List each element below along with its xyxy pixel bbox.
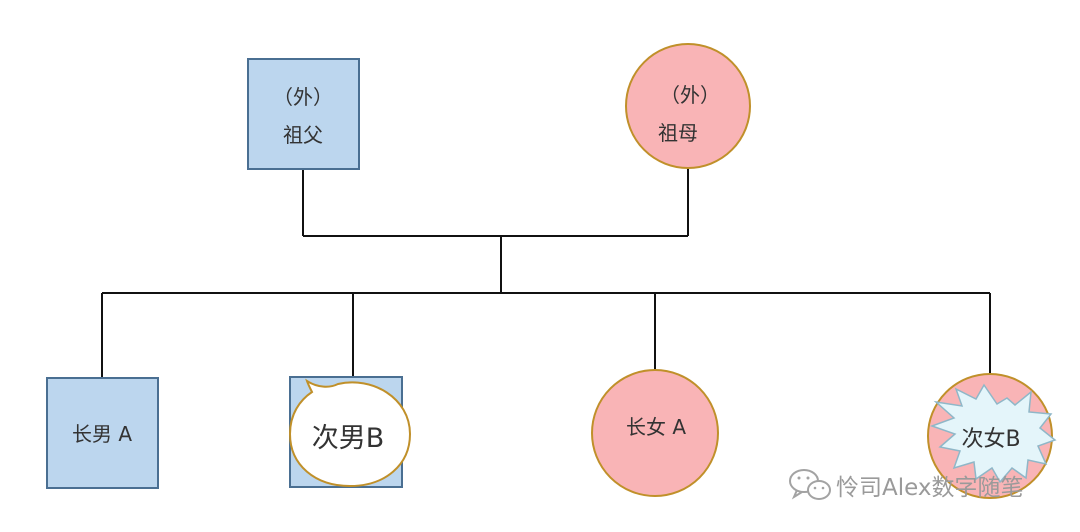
eldest-daughter-label: 长女 A (626, 415, 686, 439)
eldest-son-box (46, 377, 159, 489)
second-daughter-node: 次女B (927, 373, 1057, 499)
watermark-text: 怜司Alex数字随笔 (836, 475, 1023, 501)
grandmother-label-top: （外） (660, 83, 720, 107)
eldest-daughter-node: 长女 A (591, 369, 719, 497)
grandfather-label-top: （外） (273, 85, 333, 109)
starburst-shape (929, 383, 1057, 484)
connector-lines (101, 168, 991, 378)
speech-bubble-shape (288, 378, 412, 488)
grandmother-node: （外） 祖母 (625, 43, 751, 169)
second-son-label: 次男B (312, 423, 385, 454)
grandmother-label-bottom: 祖母 (658, 121, 698, 145)
second-son-node: 次男B (288, 376, 412, 488)
grandfather-label-bottom: 祖父 (283, 123, 323, 147)
eldest-son-node: 长男 A (46, 377, 159, 489)
grandmother-circle (625, 43, 751, 169)
eldest-daughter-circle (591, 369, 719, 497)
watermark: 怜司Alex数字随笔 (789, 469, 1023, 501)
wechat-icon (789, 469, 831, 500)
eldest-son-label: 长男 A (72, 422, 132, 446)
second-daughter-label: 次女B (961, 427, 1020, 452)
grandfather-box (247, 58, 360, 170)
grandfather-node: （外） 祖父 (247, 58, 360, 170)
